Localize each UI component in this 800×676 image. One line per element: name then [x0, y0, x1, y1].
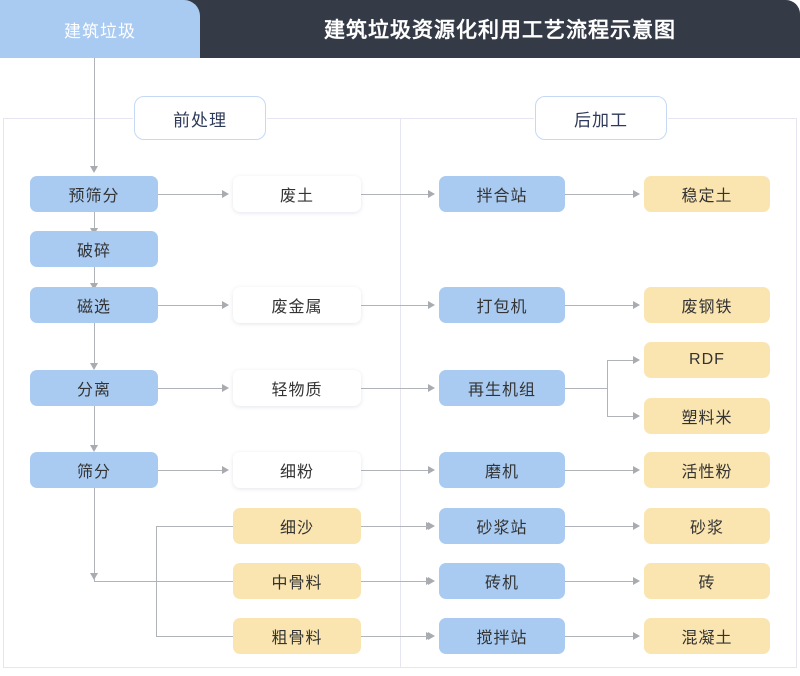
node-mortar-station[interactable]: 砂浆站 [439, 508, 565, 544]
phase-divider [400, 118, 401, 668]
node-recycling-unit[interactable]: 再生机组 [439, 370, 565, 406]
arrow-to-waste-metal [222, 301, 229, 309]
edge-brick-machine-to-brick [565, 581, 637, 582]
edge-light-material-to-recycling-unit [361, 388, 432, 389]
node-plastic-pellets[interactable]: 塑料米 [644, 398, 770, 434]
arrow-to-stabilized-soil [633, 190, 640, 198]
edge-fine-powder-to-mill [361, 470, 432, 471]
node-baler[interactable]: 打包机 [439, 287, 565, 323]
edge-medium-aggregate-to-brick-machine [361, 581, 432, 582]
arrow-to-mortar-station [428, 522, 435, 530]
node-coarse-aggregate[interactable]: 粗骨料 [233, 618, 361, 654]
edge-mill-to-active-powder [565, 470, 637, 471]
arrow-to-scrap-steel [633, 301, 640, 309]
frame-rule-left [3, 118, 133, 119]
edge-bracket-to-rdf [607, 360, 637, 361]
arrow-to-active-powder [633, 466, 640, 474]
node-medium-aggregate[interactable]: 中骨料 [233, 563, 361, 599]
node-scrap-steel[interactable]: 废钢铁 [644, 287, 770, 323]
node-separation[interactable]: 分离 [30, 370, 158, 406]
arrow-to-plastic-pellets [633, 412, 640, 420]
arrow-to-waste-soil [222, 190, 229, 198]
arrow-to-concrete [633, 632, 640, 640]
edge-recycling-unit-stem [565, 388, 608, 389]
edge-baler-to-scrap-steel [565, 305, 637, 306]
edge-fine-sand-to-mortar-station [361, 526, 432, 527]
source-tab-construction-waste[interactable]: 建筑垃圾 [0, 0, 200, 58]
edge-screen-down [94, 488, 95, 581]
edge-source-to-prescreen [94, 58, 95, 168]
node-waste-soil[interactable]: 废土 [233, 176, 361, 212]
arrow-to-light-material [222, 384, 229, 392]
edge-screen-to-fine-powder [158, 470, 226, 471]
arrow-to-rdf [633, 356, 640, 364]
edge-separate-to-screen [94, 406, 95, 448]
arrow-screen-down [90, 573, 98, 580]
node-prescreen[interactable]: 预筛分 [30, 176, 158, 212]
arrow-separate-to-screen [90, 445, 98, 452]
edge-prescreen-to-crush [94, 212, 95, 230]
node-screening[interactable]: 筛分 [30, 452, 158, 488]
node-mill[interactable]: 磨机 [439, 452, 565, 488]
node-mortar[interactable]: 砂浆 [644, 508, 770, 544]
edge-prescreen-to-waste-soil [158, 194, 226, 195]
node-light-material[interactable]: 轻物质 [233, 370, 361, 406]
phase-label-post: 后加工 [535, 96, 667, 140]
edge-waste-soil-to-mixing-station [361, 194, 432, 195]
arrow-to-fine-powder [222, 466, 229, 474]
node-stabilized-soil[interactable]: 稳定土 [644, 176, 770, 212]
edge-magnetic-to-waste-metal [158, 305, 226, 306]
edge-mortar-station-to-mortar [565, 526, 637, 527]
node-brick-machine[interactable]: 砖机 [439, 563, 565, 599]
arrow-crush-to-magnetic [90, 283, 98, 290]
node-active-powder[interactable]: 活性粉 [644, 452, 770, 488]
arrow-to-mixing-station [428, 190, 435, 198]
node-waste-metal[interactable]: 废金属 [233, 287, 361, 323]
node-mixing-station[interactable]: 拌合站 [439, 176, 565, 212]
edge-mixing-station-to-stabilized-soil [565, 194, 637, 195]
arrow-to-concrete-mixer [428, 632, 435, 640]
arrow-to-baler [428, 301, 435, 309]
arrow-to-brick [633, 577, 640, 585]
edge-aggregate-branch-riser [156, 526, 157, 637]
edge-waste-metal-to-baler [361, 305, 432, 306]
arrow-magnetic-to-separate [90, 363, 98, 370]
edge-crush-to-magnetic [94, 267, 95, 285]
phase-label-pre: 前处理 [134, 96, 266, 140]
edge-recycling-unit-bracket [607, 360, 608, 417]
node-fine-sand[interactable]: 细沙 [233, 508, 361, 544]
edge-magnetic-to-separate [94, 323, 95, 366]
node-crush[interactable]: 破碎 [30, 231, 158, 267]
edge-concrete-mixer-to-concrete [565, 636, 637, 637]
node-magnetic-separation[interactable]: 磁选 [30, 287, 158, 323]
edge-coarse-aggregate-to-concrete-mixer [361, 636, 432, 637]
arrow-to-mortar [633, 522, 640, 530]
arrow-to-brick-machine [428, 577, 435, 585]
node-brick[interactable]: 砖 [644, 563, 770, 599]
arrow-source-to-prescreen [90, 166, 98, 173]
arrow-to-mill [428, 466, 435, 474]
arrow-to-recycling-unit [428, 384, 435, 392]
edge-separate-to-light-material [158, 388, 226, 389]
page-title: 建筑垃圾资源化利用工艺流程示意图 [324, 19, 676, 42]
node-fine-powder[interactable]: 细粉 [233, 452, 361, 488]
frame-rule-right [668, 118, 797, 119]
node-concrete[interactable]: 混凝土 [644, 618, 770, 654]
node-concrete-mixer[interactable]: 搅拌站 [439, 618, 565, 654]
edge-bracket-to-plastic-pellets [607, 416, 637, 417]
node-rdf[interactable]: RDF [644, 342, 770, 378]
